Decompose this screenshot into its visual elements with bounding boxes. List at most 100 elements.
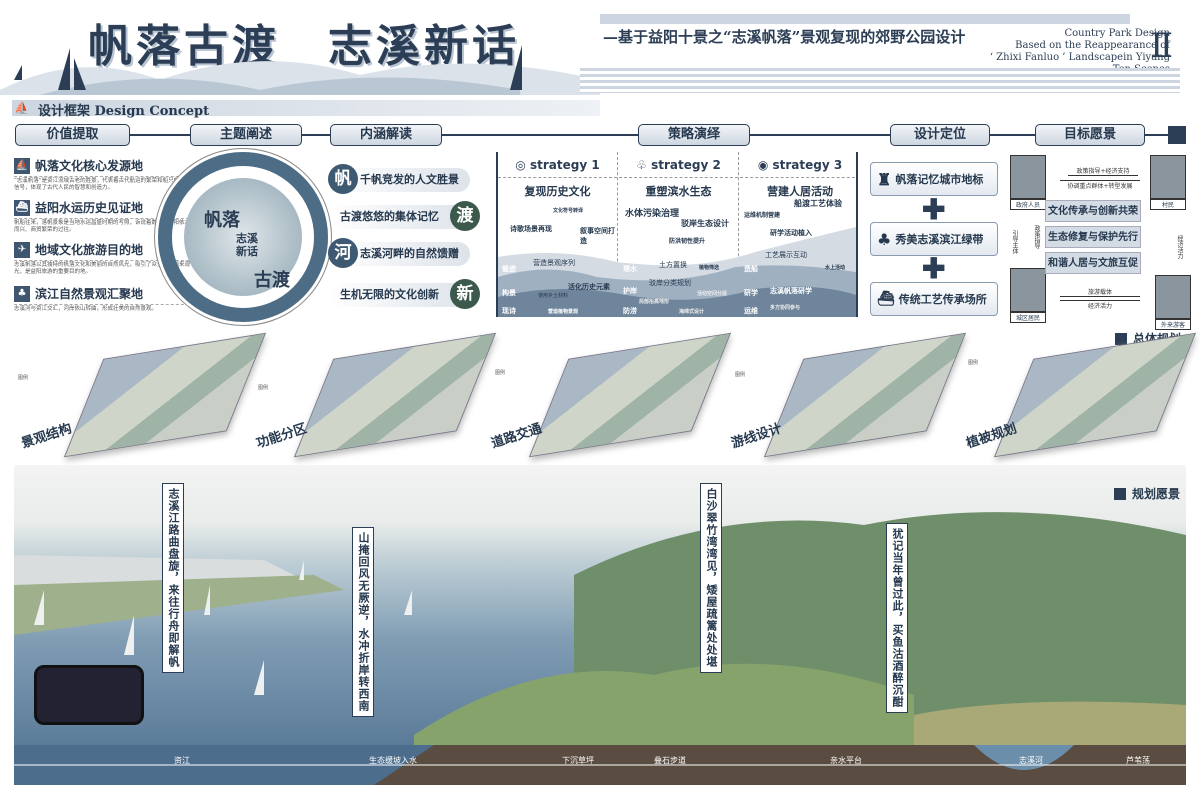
value-item: ♣滨江自然景观汇聚地志溪河与资江交汇，河岸依山转曲，形成壮美的自然景观。 [14, 285, 194, 313]
actor-label: 政府人员 [1010, 199, 1046, 210]
vision-label: 规划愿景 [1132, 487, 1181, 501]
connotation-text: 志溪河畔的自然馈赠 [360, 247, 459, 260]
actor-label: 外来游客 [1155, 319, 1191, 330]
strategy-title: 复现历史文化 [524, 185, 591, 198]
strategy-name: strategy 1 [529, 158, 600, 172]
theme-top-text: 帆落 [204, 210, 240, 231]
value-title: 帆落文化核心发源地 [35, 159, 144, 173]
heading-value: 价值提取 [15, 124, 130, 146]
poem-label: 志溪江路曲盘旋，来往行舟即解帆 [162, 483, 184, 673]
strategy-point: 防洪韧性提升 [669, 238, 706, 245]
arrow-label: 政策指导+经济支持 [1068, 166, 1138, 176]
positioning-item: ♣秀美志溪滨江绿带 [870, 222, 998, 256]
people-photo [1150, 155, 1186, 199]
trees-icon: ♣ [877, 229, 892, 249]
cargo-ship-icon: ⛴ [877, 291, 895, 307]
arrow-label: 政策指导 [1033, 225, 1040, 249]
strategy-point: 文化符号转译 [553, 208, 584, 214]
actor-villager: 村民 [1150, 155, 1186, 210]
map-legend: 图例 [735, 372, 759, 379]
arrow-label: 旅游载体 [1060, 287, 1140, 297]
legend-title: 图例 [495, 370, 506, 376]
strategy-point: 植物筛选 [699, 265, 720, 271]
value-title: 益阳水运历史见证地 [35, 201, 144, 215]
actor-label: 村民 [1150, 199, 1186, 210]
landscape-illustration [14, 512, 1186, 785]
plus-icon: ✚ [922, 193, 946, 226]
plan-map [763, 332, 967, 458]
heading-strategy: 策略演绎 [638, 124, 750, 146]
theme-bottom-text: 古渡 [254, 270, 290, 291]
strategy-point: 诗歌场景再现 [510, 225, 552, 233]
strategy-layer: 构景 [502, 289, 516, 297]
strategy-title: 重塑滨水生态 [645, 185, 712, 198]
leaf-icon: ♧ [636, 158, 652, 172]
forest-icon: ♣ [14, 285, 30, 302]
sheet-number: Ⅱ [1150, 26, 1174, 66]
goal-box: 生态修复与保护先行 [1045, 226, 1141, 248]
strategy-point: 营造植物景观 [548, 309, 579, 315]
value-desc: 志溪河与资江交汇，河岸依山转曲，形成壮美的自然景观。 [14, 304, 194, 313]
goal-box: 和谐人居与文旅互促 [1045, 252, 1141, 274]
theme-ring-diagram: 帆落 志溪新话 古渡 [158, 152, 328, 322]
strategy-layer: 运维 [744, 307, 758, 315]
strategy-point: 研学活动植入 [770, 229, 812, 237]
strategy-title: 营建人居活动 [767, 185, 833, 198]
phone-illustration [34, 665, 144, 725]
connotation-badge: 帆 [328, 164, 358, 194]
subtitle-bar [600, 14, 1130, 24]
strategy-point: 海绵式设计 [679, 309, 705, 315]
strategy-point: 运维机制营建 [744, 212, 781, 219]
strategy-point: 驳岸分类规划 [649, 279, 691, 287]
square-icon [1115, 332, 1127, 345]
heading-connotation: 内涵解读 [330, 124, 442, 146]
poem-label: 山掩回风无厥逆，水冲折岸转西南 [352, 527, 374, 717]
landmark-icon: ♜ [877, 169, 892, 189]
poem-label: 犹记当年曾过此，买鱼沽酒醉沉酣 [886, 523, 908, 713]
strategy-layer: 理水 [623, 265, 637, 273]
connotation-text: 古渡悠悠的集体记忆 [340, 210, 439, 223]
strategy-point: 水上活动 [825, 265, 846, 271]
positioning-item: ⛴传统工艺传承场所 [870, 282, 998, 316]
strategy-point: 水体污染治理 [625, 209, 680, 219]
english-line: Country Park Design [1064, 28, 1170, 39]
positioning-text: 帆落记忆城市地标 [895, 173, 984, 186]
legend-title: 图例 [258, 385, 269, 391]
positioning-text: 秀美志溪滨江绿带 [895, 233, 984, 246]
strategy-panel: ◎ strategy 1 复现历史文化 文化符号转译 诗歌场景再现 叙事空间打造… [496, 152, 858, 317]
heading-goals: 目标愿景 [1035, 124, 1145, 146]
strategy-layer: 循迹 [502, 265, 516, 273]
people-photo [1155, 275, 1191, 319]
plan-map [528, 332, 732, 458]
strategy-layer: 现诗 [502, 307, 516, 315]
hills-sailboats-illustration [0, 45, 600, 95]
plane-icon: ✈ [14, 241, 30, 258]
connotation-item: 生机无限的文化创新 [330, 283, 470, 307]
connotation-text: 千帆竞发的人文胜景 [360, 173, 459, 186]
ground-label: 亲水平台 [830, 756, 862, 765]
strategy-point: 船渡工艺体验 [794, 199, 842, 208]
section-label: 设计框架 Design Concept [38, 104, 210, 119]
strategy-layer: 造船 [744, 265, 758, 273]
section-bar-design-concept: 设计框架 Design Concept [12, 100, 600, 119]
arrow-label: 经济活力 [1060, 300, 1140, 310]
plan-map [293, 332, 497, 458]
square-icon [1114, 487, 1126, 500]
plus-icon: ✚ [922, 252, 946, 285]
ground-label: 生态缓坡入水 [369, 756, 417, 765]
legend-title: 图例 [968, 360, 979, 366]
chart-icon: ◎ [515, 158, 530, 172]
value-desc: 志溪帆落以其独特的帆落文化和美丽的自然风光，吸引了众多游客前来观光，是益阳旅游的… [14, 260, 194, 276]
strategy-layer: 研学 [744, 289, 758, 297]
plan-map [63, 332, 267, 458]
strategy-layer: 护岸 [623, 287, 637, 295]
strategy-point: 驳岸生态设计 [681, 219, 729, 228]
value-item: ⛴益阳水运历史见证地帆船往来，落帆景象是当地水运昌盛时期的写照，诉说着数百年益阳… [14, 199, 194, 234]
strategy-name: strategy 2 [651, 158, 721, 172]
sailboat-icon: ⛵ [14, 101, 29, 115]
strategy-point: 叙事空间打造 [580, 227, 615, 245]
strategy-wave-layers [498, 227, 856, 317]
ship-icon: ⛴ [14, 199, 30, 216]
people-photo [1010, 155, 1046, 199]
poster-subtitle: —基于益阳十景之“志溪帆落”景观复现的郊野公园设计 [603, 28, 966, 46]
